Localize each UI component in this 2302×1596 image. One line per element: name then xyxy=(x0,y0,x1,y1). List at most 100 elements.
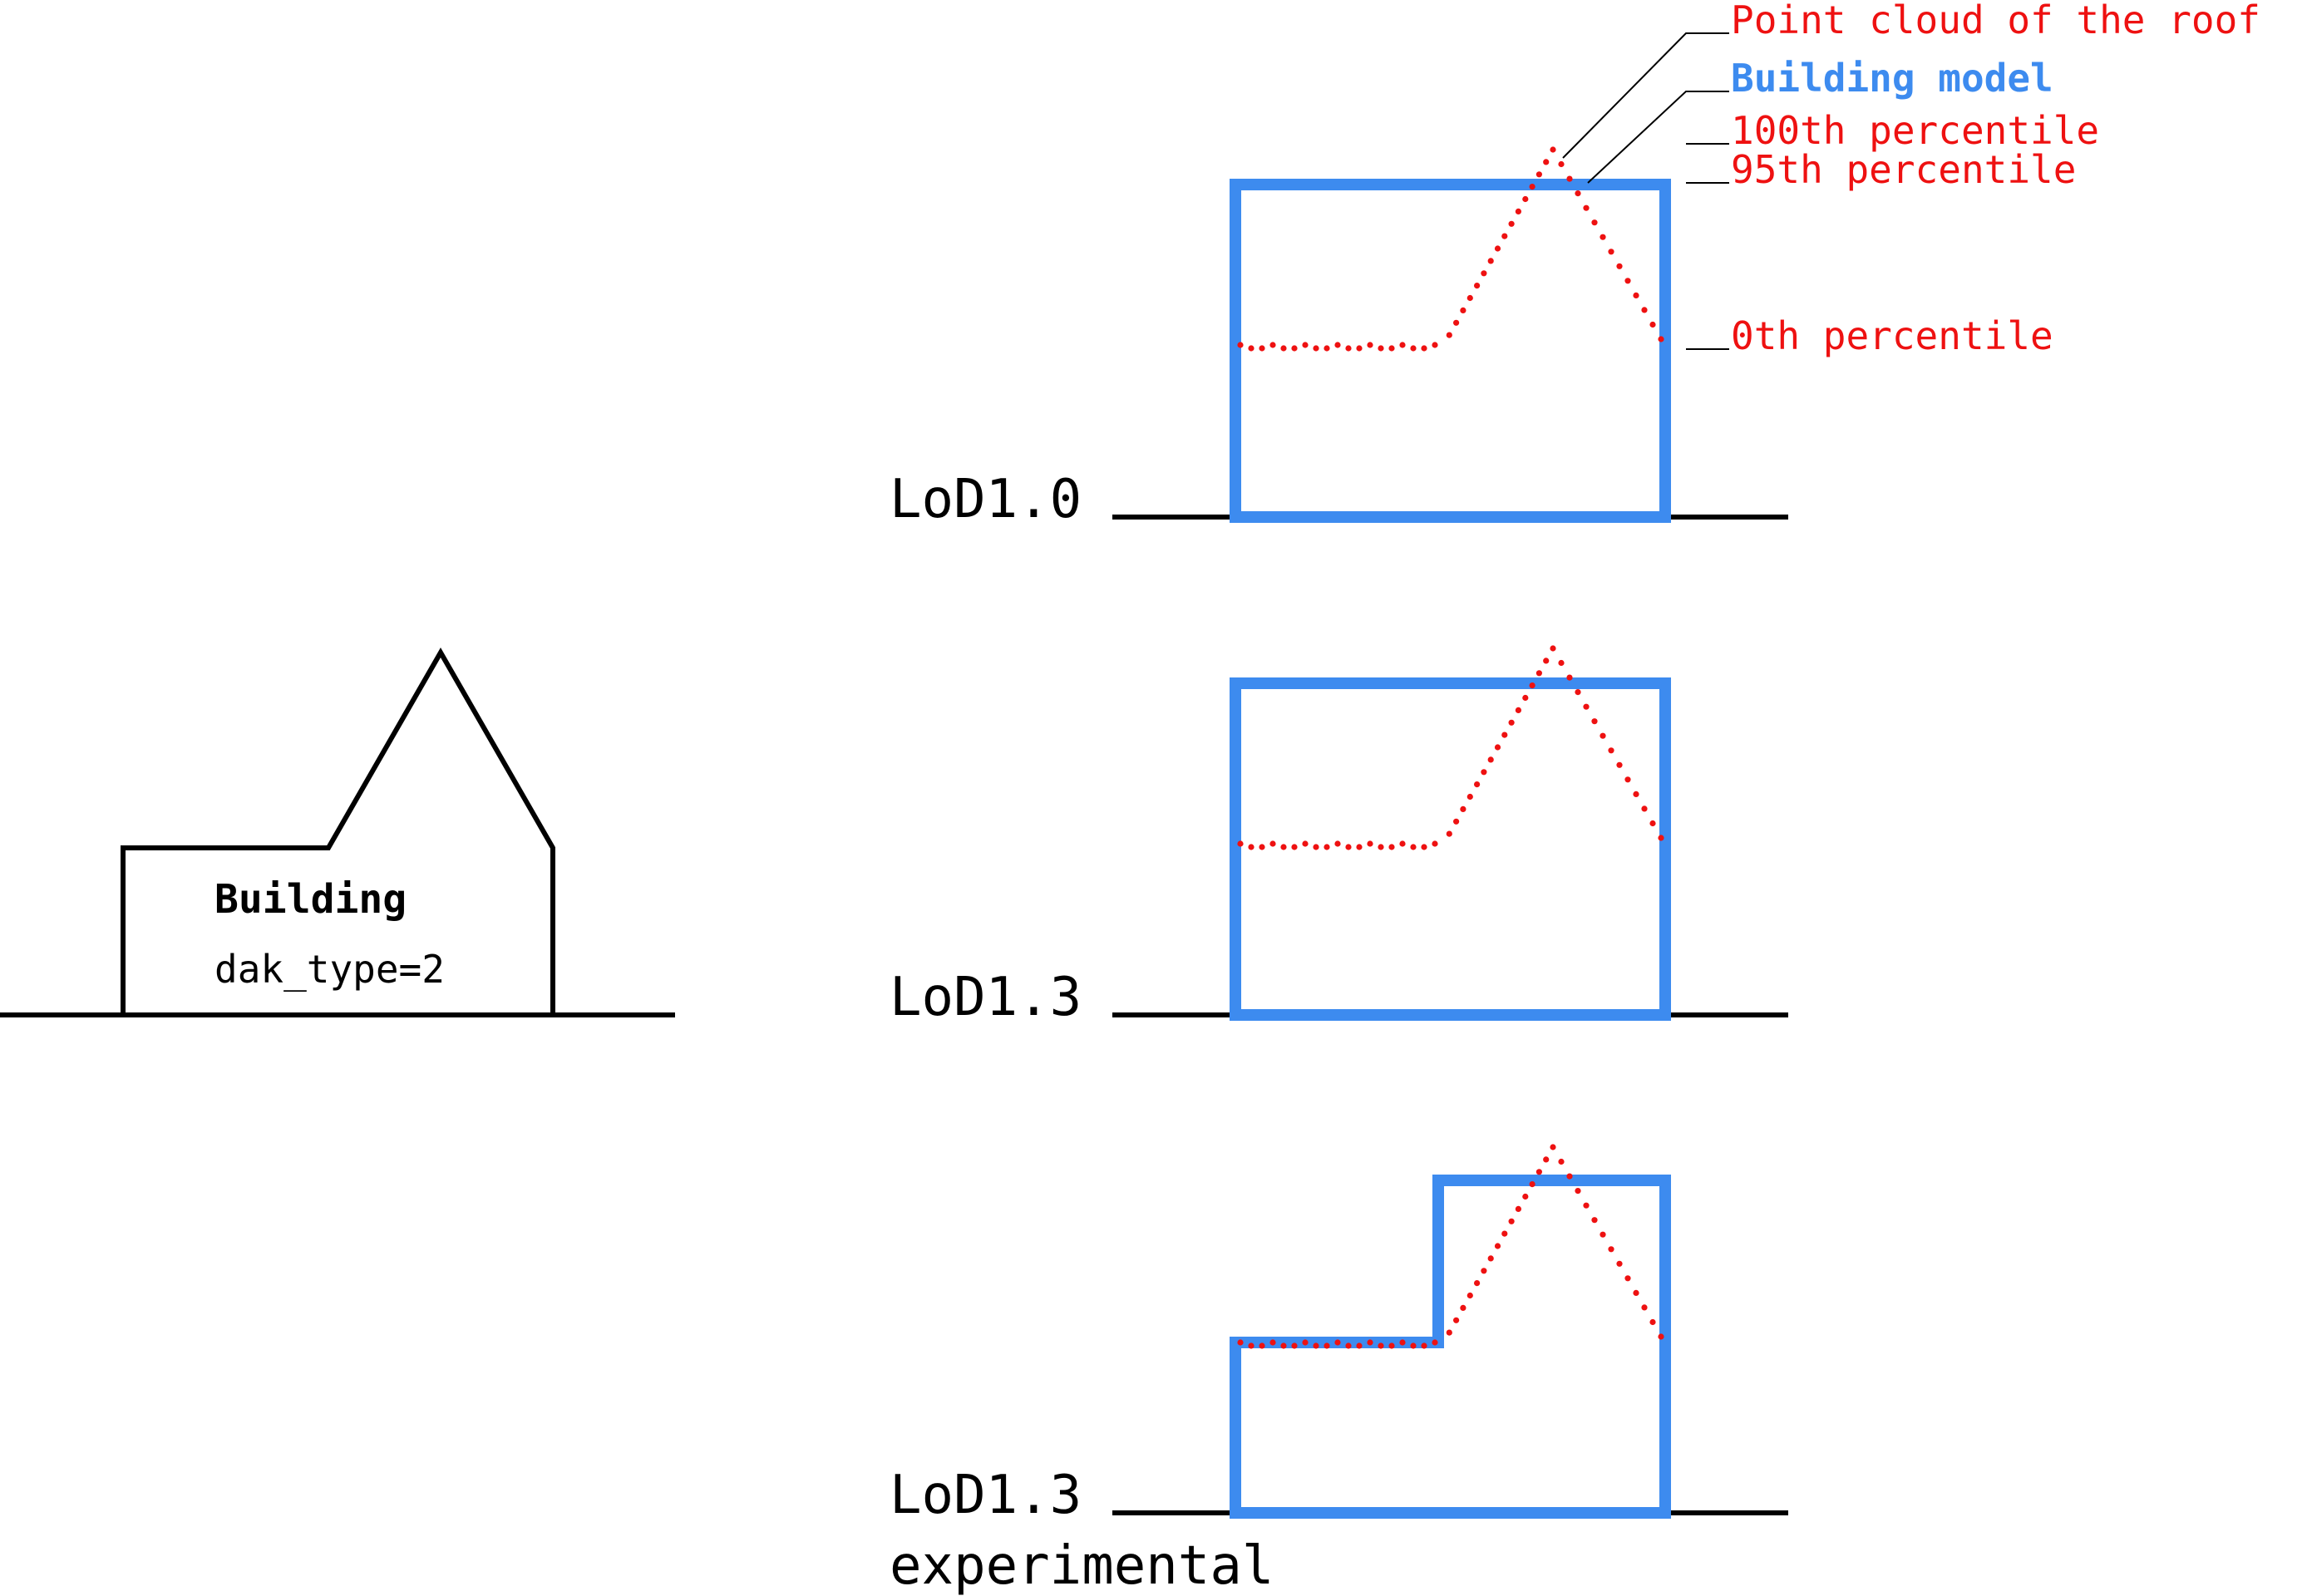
point-cloud-dot xyxy=(1453,319,1460,326)
point-cloud-dot xyxy=(1566,175,1573,182)
point-cloud-dot xyxy=(1291,1342,1298,1349)
point-cloud-dot xyxy=(1280,345,1287,352)
point-cloud-dot xyxy=(1421,844,1427,850)
point-cloud-dot xyxy=(1291,844,1298,850)
point-cloud-dot xyxy=(1269,342,1276,348)
point-cloud-dot xyxy=(1388,1342,1395,1349)
point-cloud-dot xyxy=(1550,146,1556,153)
label-lod10: LoD1.0 xyxy=(890,469,1082,530)
point-cloud-dot xyxy=(1633,791,1639,798)
point-cloud-dot xyxy=(1345,1342,1352,1349)
point-cloud-dot xyxy=(1658,1333,1664,1340)
point-cloud-lod13 xyxy=(1237,645,1664,850)
point-cloud-dot xyxy=(1280,844,1287,850)
point-cloud-dot xyxy=(1535,171,1542,178)
point-cloud-dot xyxy=(1313,1342,1319,1349)
point-cloud-dot xyxy=(1608,249,1614,255)
point-cloud-dot xyxy=(1501,233,1508,239)
point-cloud-dot xyxy=(1600,1231,1606,1238)
point-cloud-dot xyxy=(1633,1289,1639,1296)
point-cloud-dot xyxy=(1529,682,1535,689)
point-cloud-dot xyxy=(1378,345,1384,352)
point-cloud-dot xyxy=(1313,844,1319,850)
point-cloud-dot xyxy=(1649,1318,1656,1326)
point-cloud-dot xyxy=(1474,283,1481,289)
point-cloud-dot xyxy=(1432,840,1438,847)
point-cloud-dot xyxy=(1616,1260,1623,1267)
point-cloud-dot xyxy=(1608,747,1614,754)
legend-95th-percentile: 95th percentile xyxy=(1731,147,2076,192)
point-cloud-dot xyxy=(1248,844,1255,850)
point-cloud-dot xyxy=(1535,670,1542,677)
point-cloud-dot xyxy=(1367,840,1373,847)
point-cloud-dot xyxy=(1466,294,1473,302)
point-cloud-dot xyxy=(1399,1339,1406,1346)
point-cloud-dot xyxy=(1453,818,1460,825)
label-lod13: LoD1.3 xyxy=(890,967,1082,1028)
point-cloud-dot xyxy=(1558,160,1565,168)
point-cloud-dot xyxy=(1508,1218,1515,1224)
point-cloud-dot xyxy=(1259,844,1265,850)
point-cloud-dot xyxy=(1591,718,1598,725)
point-cloud-dot xyxy=(1522,694,1529,702)
point-cloud-dot xyxy=(1302,1339,1309,1346)
point-cloud-dot xyxy=(1334,342,1341,348)
point-cloud-dot xyxy=(1515,1205,1521,1212)
point-cloud-dot xyxy=(1624,1275,1631,1282)
building-title: Building xyxy=(214,876,407,923)
point-cloud-dot xyxy=(1566,674,1573,681)
point-cloud-dot xyxy=(1345,844,1352,850)
point-cloud-dot xyxy=(1269,840,1276,847)
point-cloud-dot xyxy=(1432,1339,1438,1346)
point-cloud-dot xyxy=(1494,1243,1501,1249)
point-cloud-dot xyxy=(1356,1342,1363,1349)
point-cloud-dot xyxy=(1583,1202,1590,1209)
point-cloud-dot xyxy=(1608,1246,1614,1253)
point-cloud-dot xyxy=(1558,1158,1565,1165)
building-outline xyxy=(121,647,555,1015)
point-cloud-dot xyxy=(1399,840,1406,847)
point-cloud-dot xyxy=(1529,184,1535,190)
point-cloud-dot xyxy=(1334,840,1341,847)
point-cloud-dot xyxy=(1237,342,1244,348)
point-cloud-dot xyxy=(1248,345,1255,352)
legend-building-model: Building model xyxy=(1731,56,2053,101)
point-cloud-dot xyxy=(1291,345,1298,352)
legend-0th-percentile: 0th percentile xyxy=(1731,313,2053,358)
point-cloud-dot xyxy=(1474,1280,1481,1287)
point-cloud-dot xyxy=(1558,659,1565,667)
point-cloud-dot xyxy=(1501,1230,1508,1237)
point-cloud-dot xyxy=(1494,245,1501,252)
point-cloud-dot xyxy=(1466,793,1473,800)
point-cloud-dot xyxy=(1529,1181,1535,1188)
point-cloud-dot xyxy=(1522,1193,1529,1200)
leader-point-cloud xyxy=(1562,32,1729,159)
point-cloud-dot xyxy=(1591,219,1598,226)
point-cloud-dot xyxy=(1324,844,1330,850)
point-cloud-dot xyxy=(1460,805,1466,813)
point-cloud-dot xyxy=(1432,342,1438,348)
point-cloud-dot xyxy=(1410,345,1417,352)
point-cloud-dot xyxy=(1237,840,1244,847)
point-cloud-dot xyxy=(1280,1342,1287,1349)
point-cloud-dot xyxy=(1583,204,1590,211)
panel-lod10: LoD1.0 xyxy=(890,146,1788,530)
point-cloud-dot xyxy=(1302,840,1309,847)
point-cloud-dot xyxy=(1494,744,1501,751)
point-cloud-dot xyxy=(1535,1169,1542,1175)
point-cloud-dot xyxy=(1474,781,1481,788)
point-cloud-dot xyxy=(1501,732,1508,738)
point-cloud-dot xyxy=(1446,332,1452,338)
point-cloud-dot xyxy=(1649,820,1656,827)
panel-lod13: LoD1.3 xyxy=(890,645,1788,1028)
point-cloud-dot xyxy=(1446,1329,1452,1336)
point-cloud-dot xyxy=(1550,645,1556,652)
point-cloud-dot xyxy=(1583,703,1590,710)
point-cloud-dot xyxy=(1624,776,1631,783)
point-cloud-dot xyxy=(1388,844,1395,850)
point-cloud-dot xyxy=(1399,342,1406,348)
point-cloud-dot xyxy=(1378,844,1384,850)
point-cloud-dot xyxy=(1345,345,1352,352)
point-cloud-dot xyxy=(1641,805,1648,812)
label-lod13-experimental-line1: LoD1.3 xyxy=(890,1465,1082,1526)
